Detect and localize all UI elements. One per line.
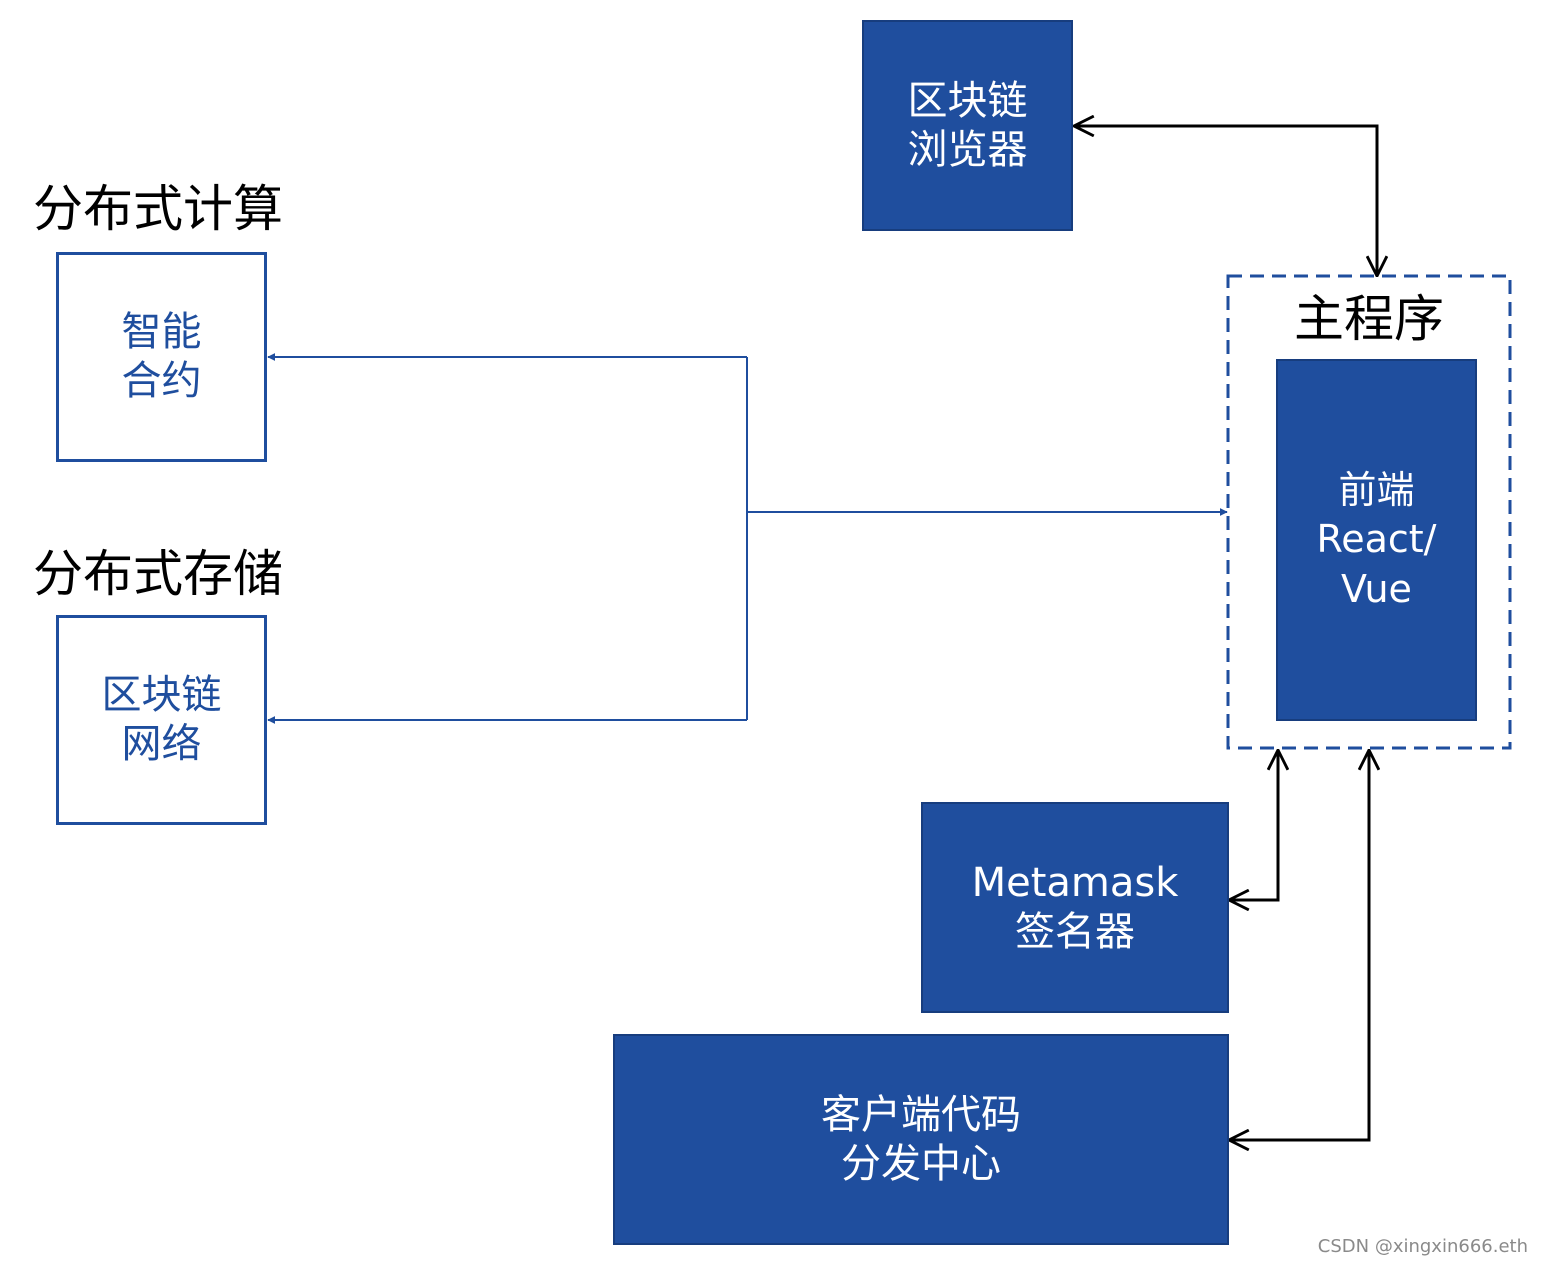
metamask-signer-line-1: Metamask <box>971 859 1179 906</box>
blockchain-explorer-line-1: 区块链 <box>907 77 1028 124</box>
frontend-line-2: React/ <box>1316 517 1437 562</box>
client-code-center-line-1: 客户端代码 <box>821 1091 1021 1138</box>
frontend-line-1: 前端 <box>1338 467 1415 512</box>
blockchain-network-line-1: 区块链 <box>101 672 222 719</box>
metamask-signer-box: Metamask 签名器 <box>921 802 1229 1013</box>
frontend-box: 前端 React/ Vue <box>1276 359 1477 721</box>
main-program-title: 主程序 <box>1294 290 1444 348</box>
frontend-line-3: Vue <box>1341 566 1412 611</box>
arrow-metamask-main-program <box>1229 750 1278 900</box>
blockchain-explorer-box: 区块链 浏览器 <box>862 20 1073 231</box>
metamask-signer-line-2: 签名器 <box>1014 908 1135 955</box>
smart-contract-box: 智能 合约 <box>56 252 267 462</box>
blockchain-network-box: 区块链 网络 <box>56 615 267 825</box>
arrow-explorer-main-program <box>1074 126 1377 276</box>
blockchain-network-line-2: 网络 <box>121 721 202 767</box>
main-program-container <box>1226 274 1512 750</box>
smart-contract-line-1: 智能 <box>121 309 202 356</box>
client-code-center-line-2: 分发中心 <box>841 1140 1001 1187</box>
smart-contract-line-2: 合约 <box>121 358 202 404</box>
blockchain-explorer-line-2: 浏览器 <box>907 126 1028 173</box>
section-label-distributed-storage: 分布式存储 <box>33 545 283 603</box>
client-code-center-box: 客户端代码 分发中心 <box>613 1034 1229 1245</box>
section-label-distributed-computing: 分布式计算 <box>33 180 283 238</box>
arrow-client-center-main-program <box>1229 750 1369 1140</box>
watermark: CSDN @xingxin666.eth <box>1317 1236 1528 1257</box>
